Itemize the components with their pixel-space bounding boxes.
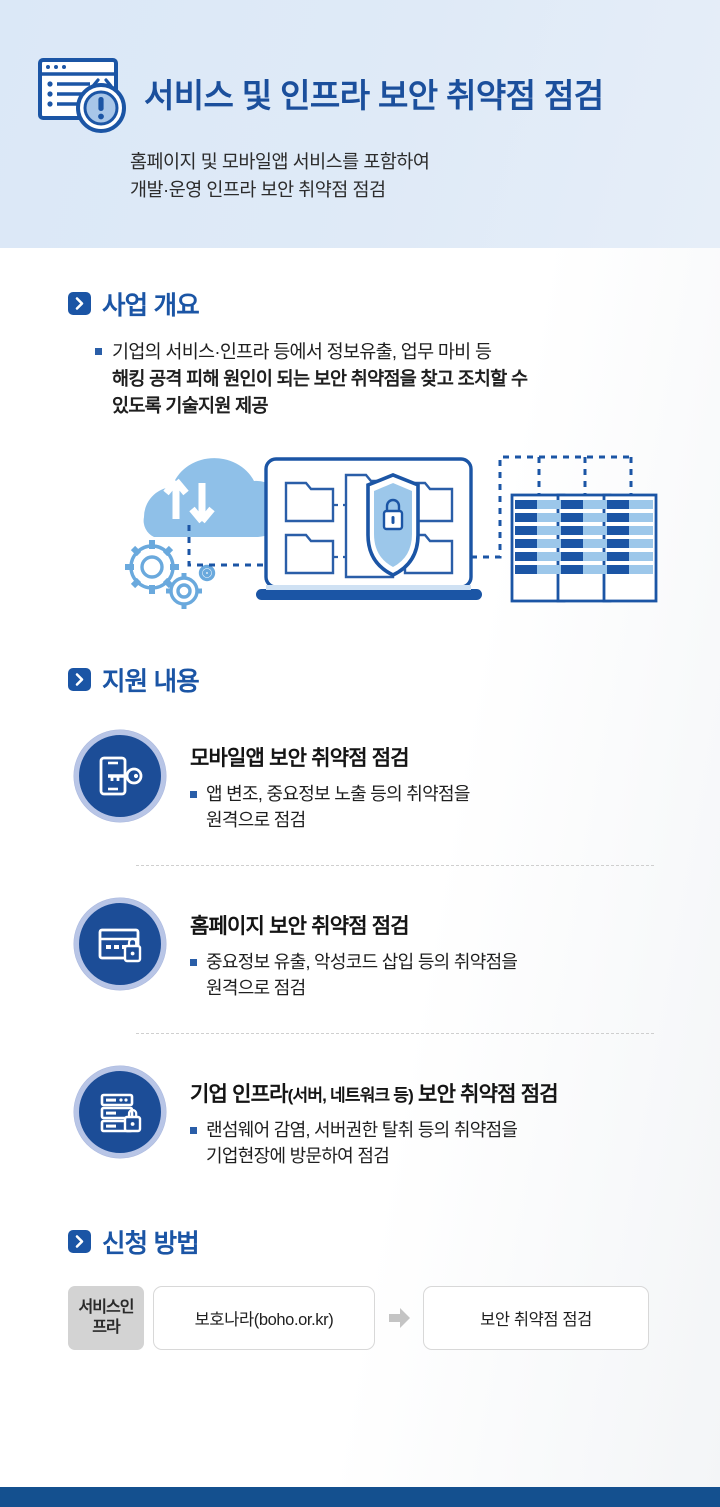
support-item-title-tail: 보안 취약점 점검 (413, 1083, 559, 1107)
browser-lock-icon (74, 898, 166, 991)
support-item-desc-line-2: 기업현장에 방문하여 점검 (206, 1145, 390, 1166)
support-item-title-main: 모바일앱 보안 취약점 점검 (190, 747, 410, 770)
support-item-desc-line-1: 랜섬웨어 감염, 서버권한 탈취 등의 취약점을 (206, 1120, 518, 1141)
overview-text-line-1: 기업의 서비스·인프라 등에서 정보유출, 업무 마비 등 (112, 341, 492, 362)
overview-body: 기업의 서비스·인프라 등에서 정보유출, 업무 마비 등 해킹 공격 피해 원… (95, 338, 720, 419)
section-overview: 사업 개요 기업의 서비스·인프라 등에서 정보유출, 업무 마비 등 해킹 공… (0, 248, 720, 609)
apply-title: 신청 방법 (102, 1230, 200, 1259)
footer-bar (0, 1487, 720, 1507)
support-item-text: 모바일앱 보안 취약점 점검 앱 변조, 중요정보 노출 등의 취약점을 원격으… (190, 730, 470, 833)
page-subtitle-line-2: 개발·운영 인프라 보안 취약점 점검 (130, 179, 386, 201)
overview-heading: 사업 개요 (68, 285, 720, 322)
support-item-desc-line-2: 원격으로 점검 (206, 809, 306, 830)
square-bullet-icon (95, 348, 102, 355)
chevron-right-icon (68, 292, 91, 315)
overview-text-line-3: 있도록 기술지원 제공 (112, 395, 268, 416)
chevron-right-icon (68, 1230, 91, 1254)
support-item-description: 랜섬웨어 감염, 서버권한 탈취 등의 취약점을 기업현장에 방문하여 점검 (190, 1118, 558, 1169)
overview-illustration (68, 439, 720, 609)
square-bullet-icon (190, 959, 197, 967)
section-apply: 신청 방법 서비스인 프라 보호나라(boho.or.kr) 보안 취약점 점검 (0, 1175, 720, 1351)
apply-flow: 서비스인 프라 보호나라(boho.or.kr) 보안 취약점 점검 (68, 1286, 720, 1351)
apply-heading: 신청 방법 (68, 1223, 720, 1260)
header-title-row: 서비스 및 인프라 보안 취약점 점검 (0, 0, 720, 134)
arrow-right-icon (384, 1286, 414, 1350)
support-heading: 지원 내용 (68, 661, 720, 698)
list-item: 홈페이지 보안 취약점 점검 중요정보 유출, 악성코드 삽입 등의 취약점을 … (68, 892, 720, 1007)
support-item-text: 기업 인프라(서버, 네트워크 등) 보안 취약점 점검 랜섬웨어 감염, 서버… (190, 1066, 559, 1169)
flow-badge-line-2: 프라 (92, 1319, 120, 1337)
support-item-desc-line-2: 원격으로 점검 (206, 977, 306, 998)
support-item-title: 홈페이지 보안 취약점 점검 (190, 910, 517, 940)
support-item-title: 모바일앱 보안 취약점 점검 (190, 742, 470, 772)
list-item: 기업 인프라(서버, 네트워크 등) 보안 취약점 점검 랜섬웨어 감염, 서버… (68, 1060, 720, 1175)
cloud-gears-laptop-shield-servers-diagram (125, 455, 658, 609)
support-item-title: 기업 인프라(서버, 네트워크 등) 보안 취약점 점검 (190, 1078, 559, 1108)
item-divider (136, 865, 654, 867)
page-header: 서비스 및 인프라 보안 취약점 점검 홈페이지 및 모바일앱 서비스를 포함하… (0, 0, 720, 248)
support-item-desc-line-1: 앱 변조, 중요정보 노출 등의 취약점을 (206, 784, 470, 804)
chevron-right-icon (68, 668, 91, 691)
support-item-list: 모바일앱 보안 취약점 점검 앱 변조, 중요정보 노출 등의 취약점을 원격으… (68, 724, 720, 1175)
item-divider (136, 1033, 654, 1035)
flow-category-badge: 서비스인 프라 (68, 1286, 144, 1351)
page-title: 서비스 및 인프라 보안 취약점 점검 (144, 77, 604, 114)
square-bullet-icon (190, 791, 197, 798)
support-item-desc-line-1: 중요정보 유출, 악성코드 삽입 등의 취약점을 (206, 952, 518, 973)
support-title: 지원 내용 (102, 668, 200, 696)
browser-code-alert-icon (32, 52, 140, 134)
mobile-key-icon (74, 730, 166, 822)
overview-text: 기업의 서비스·인프라 등에서 정보유출, 업무 마비 등 해킹 공격 피해 원… (112, 338, 528, 419)
overview-title: 사업 개요 (102, 292, 200, 320)
page-subtitle-line-1: 홈페이지 및 모바일앱 서비스를 포함하여 (130, 151, 430, 172)
page-subtitle: 홈페이지 및 모바일앱 서비스를 포함하여 개발·운영 인프라 보안 취약점 점… (130, 148, 720, 204)
support-item-description: 중요정보 유출, 악성코드 삽입 등의 취약점을 원격으로 점검 (190, 950, 518, 1001)
support-item-description: 앱 변조, 중요정보 노출 등의 취약점을 원격으로 점검 (190, 782, 470, 833)
square-bullet-icon (190, 1127, 197, 1135)
section-support: 지원 내용 모바일앱 (0, 609, 720, 1175)
overview-text-line-2: 해킹 공격 피해 원인이 되는 보안 취약점을 찾고 조치할 수 (112, 368, 528, 389)
list-item: 모바일앱 보안 취약점 점검 앱 변조, 중요정보 노출 등의 취약점을 원격으… (68, 724, 720, 839)
flow-step-1[interactable]: 보호나라(boho.or.kr) (153, 1286, 375, 1351)
support-item-title-main: 기업 인프라 (190, 1083, 288, 1107)
flow-step-2[interactable]: 보안 취약점 점검 (423, 1286, 649, 1351)
support-item-text: 홈페이지 보안 취약점 점검 중요정보 유출, 악성코드 삽입 등의 취약점을 … (190, 898, 518, 1001)
support-item-title-paren: (서버, 네트워크 등) (287, 1086, 414, 1106)
server-lock-icon (74, 1066, 166, 1159)
support-item-title-main: 홈페이지 보안 취약점 점검 (190, 915, 410, 939)
flow-badge-line-1: 서비스인 (78, 1299, 135, 1317)
